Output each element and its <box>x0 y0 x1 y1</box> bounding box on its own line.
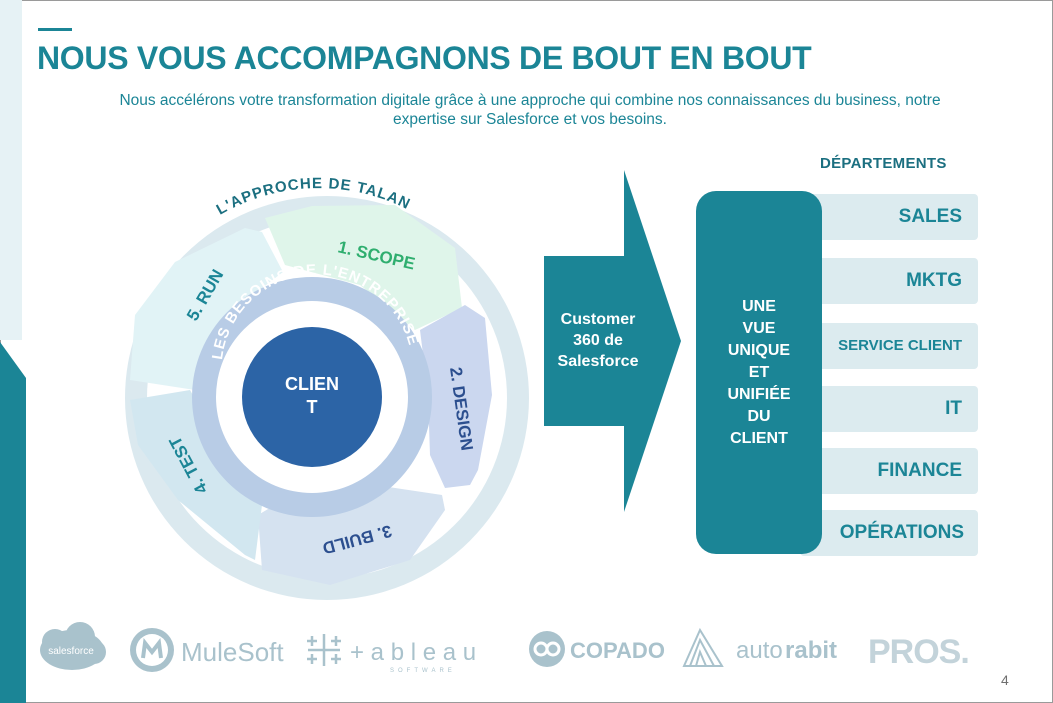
autorabit-logo-text-bold: rabit <box>785 637 837 664</box>
department-mktg: MKTG <box>800 258 978 304</box>
department-finance: FINANCE <box>800 448 978 494</box>
customer-360-label: Customer 360 de Salesforce <box>546 309 650 372</box>
mulesoft-logo: MuleSoft <box>130 628 284 672</box>
department-label: SALES <box>898 206 962 227</box>
copado-logo: COPADO <box>529 631 665 667</box>
vue-line: ET <box>748 364 770 381</box>
pros-logo-text: PROS. <box>868 633 969 671</box>
customer-360-arrow <box>544 170 681 512</box>
department-label: MKTG <box>906 270 962 291</box>
step-design-segment <box>420 305 492 488</box>
arrow-label-line2: 360 de <box>573 332 623 349</box>
autorabit-logo-text-light: auto <box>736 637 783 664</box>
departments-title: DÉPARTEMENTS <box>820 155 947 172</box>
copado-logo-text: COPADO <box>570 638 665 663</box>
page-subtitle: Nous accélérons votre transformation dig… <box>119 92 941 128</box>
department-it: IT <box>800 386 978 432</box>
vue-line: UNIFIÉE <box>727 386 791 403</box>
vue-line: UNE <box>742 298 776 315</box>
left-edge-accent <box>0 0 26 703</box>
page-number: 4 <box>1001 672 1009 688</box>
department-label: OPÉRATIONS <box>839 522 964 543</box>
autorabit-logo: auto rabit <box>682 627 837 667</box>
salesforce-logo: salesforce <box>40 622 106 670</box>
step-run-segment <box>130 228 283 390</box>
title-accent-line <box>38 28 72 31</box>
single-customer-view-box: UNE VUE UNIQUE ET UNIFIÉE DU CLIENT <box>696 191 822 554</box>
department-sales: SALES <box>800 194 978 240</box>
client-core <box>242 327 382 467</box>
department-label: IT <box>945 398 962 419</box>
tableau-logo-subtext: SOFTWARE <box>390 668 456 674</box>
mulesoft-logo-text: MuleSoft <box>181 637 284 667</box>
vue-line: DU <box>747 408 771 425</box>
tableau-logo: + a b l e a u SOFTWARE <box>307 634 476 674</box>
approach-cycle-diagram: L'APPROCHE DE TALAN LES BESOINS DE L'ENT… <box>125 175 529 600</box>
step-scope-segment <box>265 205 462 330</box>
client-label-line2: T <box>307 397 318 417</box>
arrow-label-line3: Salesforce <box>557 353 639 370</box>
page-title: NOUS VOUS ACCOMPAGNONS DE BOUT EN BOUT <box>37 40 812 76</box>
vue-line: UNIQUE <box>727 342 791 359</box>
department-operations: OPÉRATIONS <box>800 510 978 556</box>
vue-line: VUE <box>742 320 776 337</box>
step-test-segment <box>130 390 262 560</box>
tableau-logo-text: + a b l e a u <box>350 639 476 666</box>
vue-line: CLIENT <box>730 430 788 447</box>
department-label: FINANCE <box>877 460 962 481</box>
arrow-label-line1: Customer <box>560 311 636 328</box>
salesforce-logo-text: salesforce <box>48 646 94 657</box>
client-label-line1: CLIEN <box>285 374 339 394</box>
pros-logo: PROS. <box>868 633 970 671</box>
department-service-client: SERVICE CLIENT <box>800 323 978 369</box>
department-label: SERVICE CLIENT <box>838 337 962 354</box>
single-customer-view-label: UNE VUE UNIQUE ET UNIFIÉE DU CLIENT <box>696 296 822 450</box>
